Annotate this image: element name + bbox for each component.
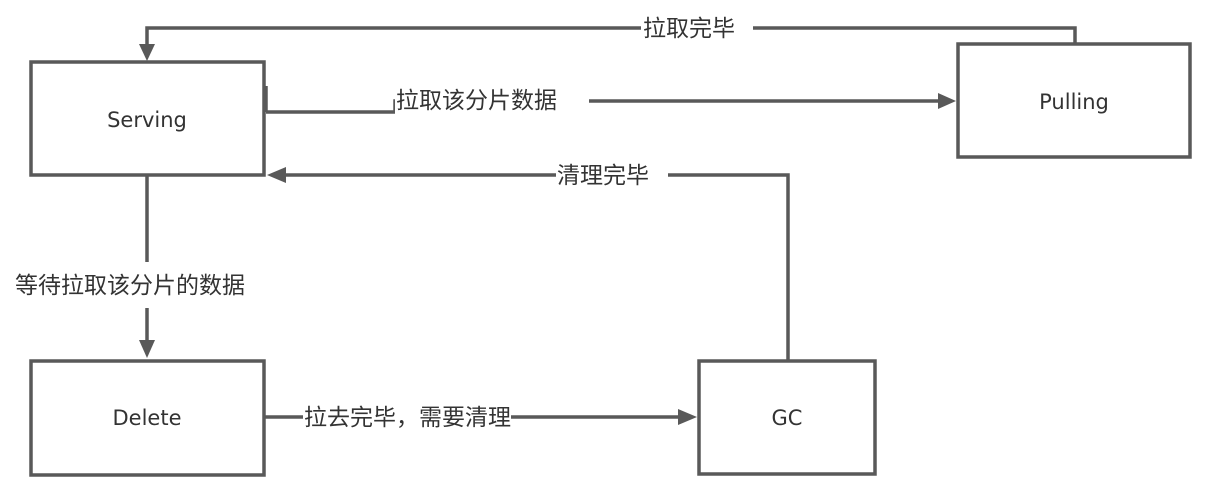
arrowhead-right-icon (938, 93, 956, 109)
arrowhead-right-icon (678, 409, 697, 425)
edge-delete-to-gc: 拉去完毕，需要清理 (265, 402, 697, 432)
edge-label-bg (14, 262, 294, 308)
edge-label-serving-to-pulling: 拉取该分片数据 (396, 88, 557, 114)
node-gc-box (697, 359, 877, 476)
edge-line-pulling-to-serving (145, 26, 1077, 46)
arrowhead-left-icon (267, 167, 286, 183)
node-gc-label: GC (772, 406, 803, 430)
node-pulling-label: Pulling (1039, 90, 1109, 114)
edge-label-bg (556, 160, 668, 190)
edge-label-serving-to-delete: 等待拉取该分片的数据 (15, 273, 245, 299)
edge-label-bg (395, 86, 589, 116)
node-serving-label: Serving (107, 108, 187, 132)
edge-line-gc-to-serving (284, 173, 790, 360)
node-gc[interactable]: GC (697, 359, 877, 476)
node-delete-box (29, 359, 266, 477)
node-serving[interactable]: Serving (29, 60, 266, 177)
node-delete[interactable]: Delete (29, 359, 266, 477)
edge-label-delete-to-gc: 拉去完毕，需要清理 (304, 405, 511, 431)
edge-pulling-to-serving: 拉取完毕 (139, 14, 1077, 61)
edge-label-bg (303, 402, 511, 432)
edge-gc-to-serving: 清理完毕 (267, 160, 790, 360)
node-serving-box (29, 60, 266, 177)
edge-label-bg (641, 14, 753, 44)
arrowhead-down-icon (139, 340, 155, 358)
edge-line-serving-to-pulling-main (266, 99, 940, 114)
arrowhead-down-icon (139, 44, 155, 61)
node-pulling-box (956, 42, 1192, 159)
edge-label-gc-to-serving: 清理完毕 (557, 163, 649, 189)
edge-serving-to-pulling: 拉取该分片数据 (264, 86, 956, 116)
node-delete-label: Delete (113, 406, 182, 430)
edge-serving-to-delete: 等待拉取该分片的数据 (14, 176, 294, 358)
edge-label-pulling-to-serving: 拉取完毕 (643, 16, 735, 42)
node-pulling[interactable]: Pulling (956, 42, 1192, 159)
